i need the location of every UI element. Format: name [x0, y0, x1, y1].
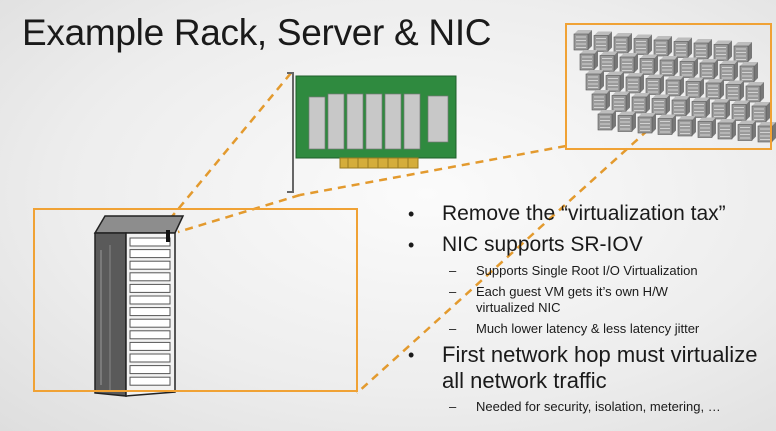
datacenter-rack-unit	[713, 40, 732, 61]
datacenter-rack-unit	[731, 100, 750, 121]
datacenter-rack-unit	[613, 33, 632, 54]
server-slot	[129, 365, 171, 375]
datacenter-rack-unit	[619, 53, 638, 74]
datacenter-rack-unit	[637, 113, 656, 134]
datacenter-rack-unit	[733, 42, 752, 63]
bullet-3: First network hop must virtualize all ne…	[405, 342, 776, 394]
datacenter-rack-unit	[751, 102, 770, 123]
datacenter-rack-unit	[579, 50, 598, 71]
datacenter-rack-unit	[745, 82, 764, 103]
sub-bullet: Needed for security, isolation, metering…	[405, 399, 775, 415]
datacenter-rack-unit	[639, 54, 658, 75]
datacenter-rack-unit	[653, 36, 672, 57]
server-slot	[129, 249, 171, 259]
datacenter-frame	[565, 23, 772, 150]
server-slot	[129, 376, 171, 386]
datacenter-rack-unit	[699, 59, 718, 80]
datacenter-racks-image	[573, 30, 776, 143]
datacenter-rack-unit	[697, 117, 716, 138]
datacenter-rack-unit	[685, 77, 704, 98]
slide-title: Example Rack, Server & NIC	[22, 12, 492, 53]
bullet-2: NIC supports SR-IOV	[405, 232, 775, 258]
datacenter-rack-unit	[605, 71, 624, 92]
datacenter-rack-unit	[725, 80, 744, 101]
datacenter-rack-unit	[671, 96, 690, 117]
datacenter-rack-unit	[651, 94, 670, 115]
datacenter-rack-unit	[591, 90, 610, 111]
datacenter-rack-unit	[677, 116, 696, 137]
datacenter-rack-unit	[597, 110, 616, 131]
datacenter-rack-unit	[657, 114, 676, 135]
server-frame	[33, 208, 358, 392]
datacenter-rack-unit	[573, 30, 592, 51]
sub-bullet: Much lower latency & less latency jitter	[405, 321, 775, 337]
server-slot	[129, 318, 171, 328]
datacenter-rack-unit	[645, 74, 664, 95]
datacenter-rack-unit	[625, 73, 644, 94]
server-slot	[129, 272, 171, 282]
bullet-1: Remove the “virtualization tax”	[405, 201, 775, 227]
datacenter-rack-unit	[659, 56, 678, 77]
datacenter-rack-unit	[673, 37, 692, 58]
datacenter-rack-unit	[665, 76, 684, 97]
server-slot	[129, 307, 171, 317]
datacenter-rack-unit	[737, 120, 756, 141]
datacenter-rack-unit	[679, 57, 698, 78]
server-slot	[129, 283, 171, 293]
datacenter-rack-unit	[631, 93, 650, 114]
server-slot	[129, 353, 171, 363]
nic-card-image	[287, 72, 457, 193]
server-slot	[129, 260, 171, 270]
datacenter-rack-unit	[719, 60, 738, 81]
sub-bullet: Supports Single Root I/O Virtualization	[405, 263, 775, 279]
server-slot	[129, 330, 171, 340]
datacenter-rack-unit	[585, 70, 604, 91]
datacenter-rack-unit	[739, 62, 758, 83]
datacenter-rack-unit	[711, 99, 730, 120]
server-rack-image	[93, 215, 185, 397]
server-slot	[129, 295, 171, 305]
datacenter-rack-unit	[691, 97, 710, 118]
datacenter-rack-unit	[593, 31, 612, 52]
datacenter-rack-unit	[611, 91, 630, 112]
datacenter-rack-unit	[705, 79, 724, 100]
datacenter-rack-unit	[599, 51, 618, 72]
sub-bullet: Each guest VM gets it’s own H/W virtuali…	[405, 284, 676, 316]
bullet-list: Remove the “virtualization tax” NIC supp…	[405, 201, 775, 420]
server-slot	[129, 341, 171, 351]
datacenter-rack-unit	[693, 39, 712, 60]
datacenter-rack-unit	[717, 119, 736, 140]
datacenter-rack-unit	[617, 111, 636, 132]
datacenter-rack-unit	[633, 34, 652, 55]
